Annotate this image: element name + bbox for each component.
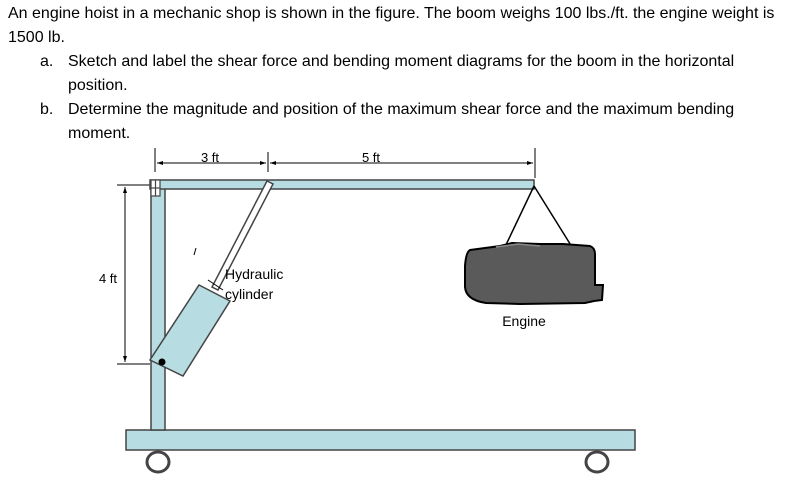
right-wheel [584,450,610,474]
cylinder-body [148,284,232,377]
height-dimension-arrows [123,187,127,362]
dim-3ft-label: 3 ft [201,150,219,165]
part-a: a. Sketch and label the shear force and … [8,50,778,98]
engine-top-edge [495,243,541,248]
engine-block [464,241,605,306]
cylinder-pin [158,358,166,366]
hoist-sling [503,185,573,250]
left-wheel [145,450,171,474]
boom-pin-bracket [150,179,161,197]
boom [149,179,535,190]
part-b-letter: b. [40,101,54,118]
part-b-text: Determine the magnitude and position of … [68,101,735,142]
problem-parts: a. Sketch and label the shear force and … [8,50,778,146]
dim-5ft-label: 5 ft [362,150,380,165]
engine-label: Engine [502,313,546,329]
problem-intro: An engine hoist in a mechanic shop is sh… [8,5,775,46]
base-bar [125,429,636,451]
problem-statement: An engine hoist in a mechanic shop is sh… [8,2,778,146]
part-b: b. Determine the magnitude and position … [8,98,778,146]
cylinder-leader-line [207,279,224,291]
top-dimension [154,148,536,178]
tick-mark [193,247,197,256]
dim-4ft-label: 4 ft [99,271,117,286]
cylinder-label-line1: Hydraulic [225,266,283,282]
part-a-letter: a. [40,53,54,70]
vertical-post [150,187,166,431]
top-dimension-arrows [157,161,533,165]
height-dimension [117,184,150,365]
cylinder-label-line2: cylinder [225,286,274,302]
cylinder-rod [210,179,275,292]
part-a-text: Sketch and label the shear force and ben… [68,53,735,94]
